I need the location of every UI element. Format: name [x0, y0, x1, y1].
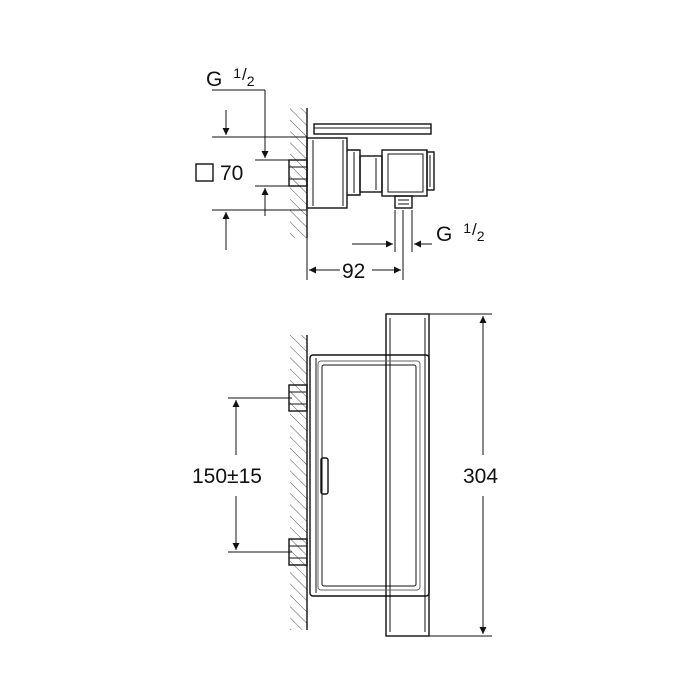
- height-label: 304: [463, 465, 498, 488]
- front-height-dimension: [429, 313, 492, 637]
- spacing-label: 150±15: [192, 465, 262, 488]
- depth-label: 92: [342, 260, 365, 283]
- side-outlet-dimension: [352, 210, 432, 252]
- front-view: 150±15 304: [192, 313, 498, 637]
- side-handle: [347, 149, 435, 197]
- side-wall: [290, 108, 308, 238]
- outlet-thread-label: G 1/2: [436, 220, 485, 246]
- side-body: [306, 137, 348, 209]
- square-symbol-icon: [195, 163, 214, 182]
- side-top-shelf: [313, 123, 432, 135]
- front-shelf-panel: [309, 354, 430, 597]
- inlet-thread-label: G 1/2: [206, 65, 255, 91]
- front-slot-icon: [320, 457, 329, 495]
- side-inlet-dimension: [212, 89, 292, 216]
- side-outlet: [394, 195, 413, 209]
- side-view: G 1/2 70 92 G 1/2: [195, 65, 485, 283]
- front-wall: [290, 335, 308, 630]
- front-rear-bar: [385, 313, 430, 637]
- square-size-label: 70: [220, 162, 243, 185]
- front-spacing-dimension: [228, 397, 292, 553]
- side-depth-dimension: [306, 210, 404, 280]
- side-square-dimension: [195, 110, 307, 250]
